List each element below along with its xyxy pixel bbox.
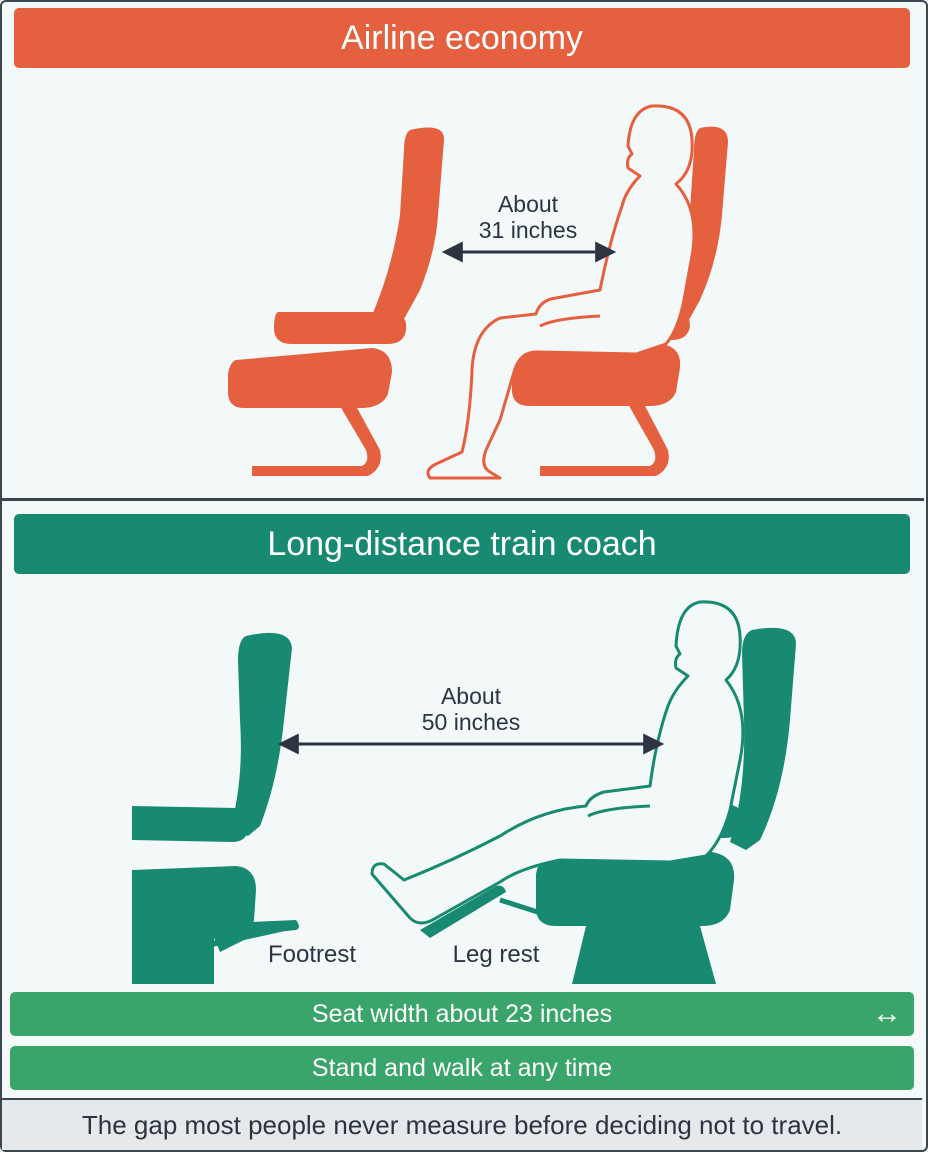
seat-width-text: Seat width about 23 inches — [311, 1000, 613, 1028]
footer-caption: The gap most people never measure before… — [2, 1098, 922, 1150]
walk-freedom-bar: Stand and walk at any time — [10, 1046, 914, 1090]
seat-width-bar: Seat width about 23 inches ↔ — [10, 992, 914, 1036]
train-gap-label-line2: 50 inches — [422, 709, 520, 735]
airline-front-seat — [228, 127, 445, 476]
airline-panel: Airline economy — [2, 2, 922, 498]
legrest-label: Leg rest — [453, 941, 540, 968]
train-panel: Long-distance train coach — [2, 502, 922, 1092]
train-passenger — [370, 600, 745, 925]
airline-gap-label-line2: 31 inches — [479, 217, 577, 243]
airline-header: Airline economy — [14, 8, 910, 68]
walk-freedom-text: Stand and walk at any time — [311, 1054, 613, 1082]
airline-gap-label-line1: About — [498, 191, 559, 217]
footrest-label: Footrest — [268, 941, 356, 968]
train-header: Long-distance train coach — [14, 514, 910, 574]
train-front-seat — [132, 632, 299, 984]
panel-divider — [0, 498, 924, 501]
double-arrow-icon: ↔ — [872, 997, 902, 1030]
train-gap-label-line1: About — [441, 683, 502, 709]
airline-passenger — [426, 104, 696, 480]
